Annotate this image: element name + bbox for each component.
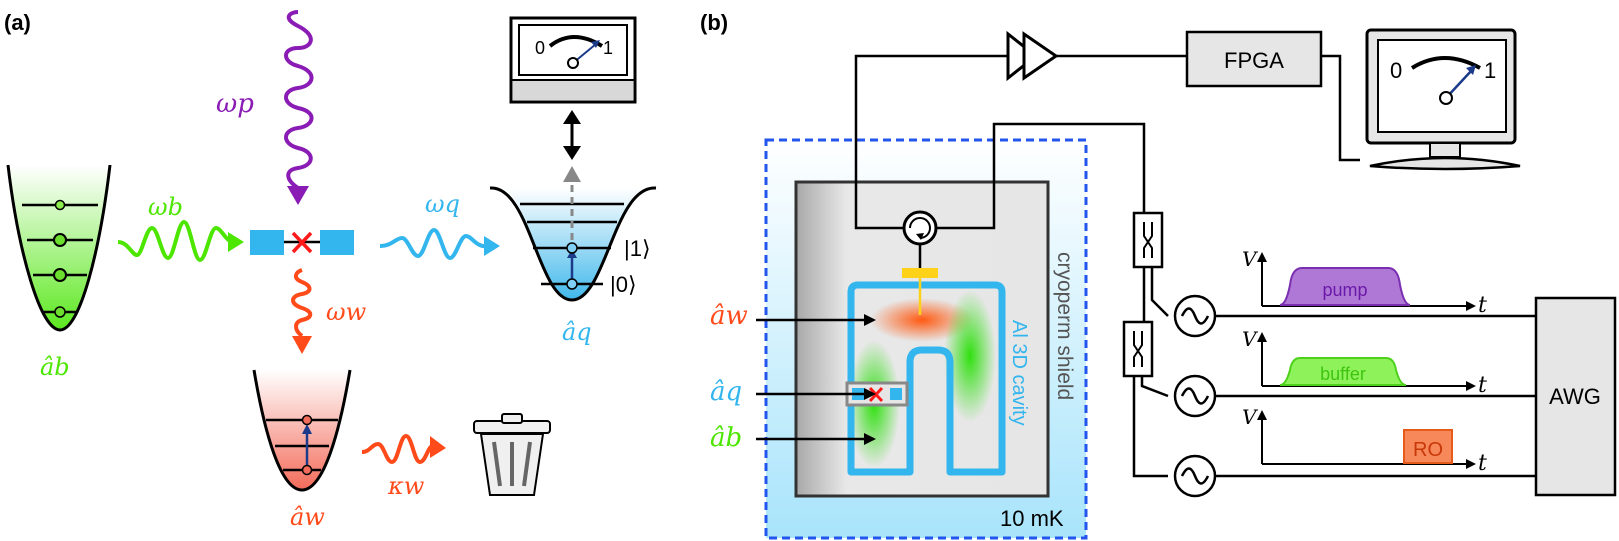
pump-pulse-label: pump <box>1322 280 1367 300</box>
pump-v-label: V <box>1242 247 1259 271</box>
readout-double-arrow <box>563 110 581 160</box>
pump-wave-icon <box>284 10 314 205</box>
awg-label: AWG <box>1549 384 1601 409</box>
source-icon-readout <box>1173 454 1217 498</box>
readout-v-label: V <box>1242 405 1259 429</box>
meter-icon <box>509 16 637 104</box>
source-icon-buffer <box>1173 374 1217 418</box>
omega-p-label: ωp <box>216 89 254 119</box>
amplifier-icon <box>1006 30 1187 82</box>
output-line <box>854 54 1008 230</box>
qubit-operator-label: âq <box>562 318 592 346</box>
waste-wave-icon <box>291 268 313 354</box>
photon-wave-icon <box>117 219 244 263</box>
mixer-icon-lower <box>1122 320 1154 378</box>
buffer-t-label: t <box>1478 373 1487 398</box>
buffer-v-label: V <box>1242 327 1259 351</box>
buffer-potential-well <box>6 164 112 332</box>
fpga-monitor-line <box>1321 54 1360 162</box>
panel-a-label: (a) <box>4 10 31 35</box>
cavity-buffer-label: âb <box>710 423 742 453</box>
temperature-label: 10 mK <box>1000 506 1064 531</box>
omega-q-label: ωq <box>425 190 460 218</box>
buffer-mode-blob-right <box>944 290 996 422</box>
waste-potential-well <box>252 369 352 492</box>
shield-label: cryoperm shield <box>1053 252 1076 400</box>
input-line <box>936 122 1146 230</box>
pump-t-label: t <box>1478 293 1487 318</box>
cavity-qubit-label: âq <box>710 377 742 407</box>
coupling-pin <box>902 268 938 278</box>
waste-operator-label: âw <box>290 503 325 531</box>
buffer-pulse-label: buffer <box>1320 364 1366 384</box>
qubit-photon-wave-icon <box>379 227 500 261</box>
mixer-icon-upper <box>1132 211 1164 269</box>
pump-pulse-plot <box>1257 252 1476 311</box>
josephson-junction-icon <box>250 230 354 255</box>
meter-one-label: 1 <box>603 38 613 58</box>
panel-b-label: (b) <box>700 10 728 35</box>
monitor-zero-label: 0 <box>1390 58 1402 83</box>
trash-can-icon <box>473 413 551 496</box>
mode-pointer-arrows <box>756 314 876 445</box>
monitor-one-label: 1 <box>1484 58 1496 83</box>
omega-w-label: ωw <box>326 298 367 326</box>
monitor-icon <box>1365 28 1521 171</box>
fpga-box <box>1185 30 1323 88</box>
fpga-label: FPGA <box>1224 48 1284 73</box>
source-icon-pump <box>1173 294 1217 338</box>
awg-lines <box>1215 314 1536 478</box>
cavity-waste-label: âw <box>710 301 748 331</box>
kappa-w-label: κw <box>387 472 425 500</box>
cavity-outline <box>847 281 1006 476</box>
loss-wave-icon <box>361 433 446 465</box>
meter-zero-label: 0 <box>535 38 545 58</box>
ket-1-label: |1⟩ <box>624 236 651 261</box>
cavity-label: Al 3D cavity <box>1008 320 1030 426</box>
readout-t-label: t <box>1478 451 1487 476</box>
wiring-lines <box>1132 267 1169 478</box>
readout-pulse-label: RO <box>1413 439 1443 461</box>
qubit-potential-well <box>489 166 657 302</box>
buffer-operator-label: âb <box>40 353 70 381</box>
omega-b-label: ωb <box>148 193 183 221</box>
readout-pulse-plot <box>1257 410 1476 469</box>
awg-box <box>1534 296 1617 497</box>
ket-0-label: |0⟩ <box>610 272 637 297</box>
buffer-pulse-plot <box>1257 332 1476 391</box>
